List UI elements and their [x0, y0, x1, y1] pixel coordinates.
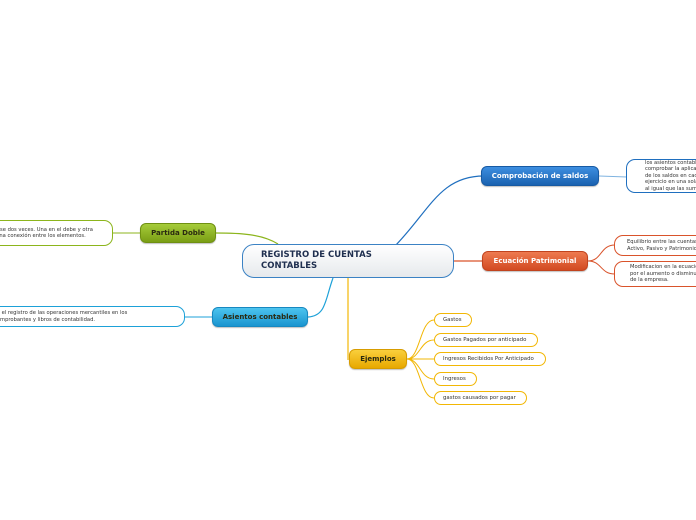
connector-comprobacion: [394, 175, 485, 247]
branch-comprobacion-de-saldos[interactable]: Comprobación de saldos: [481, 166, 599, 186]
ejemplo-item-text: Gastos: [443, 316, 462, 323]
ejemplo-item-text: Gastos Pagados por anticipado: [443, 336, 527, 343]
central-topic[interactable]: REGISTRO DE CUENTAS CONTABLES: [242, 244, 454, 278]
note-partida-doble[interactable]: Cada operación debe registrarse dos vece…: [0, 220, 113, 246]
ecuacion-item-1[interactable]: Equilibrio entre las cuentas del Activo,…: [614, 235, 696, 256]
ecuacion-item-1-text: Equilibrio entre las cuentas del Activo,…: [627, 239, 696, 252]
ejemplo-item-gastos-pagados[interactable]: Gastos Pagados por anticipado: [434, 333, 538, 347]
branch-asientos-label: Asientos contables: [222, 313, 298, 321]
connector-comprobacion-note: [598, 175, 628, 178]
ejemplo-item-text: Ingresos Recibidos Por Anticipado: [443, 355, 534, 362]
branch-ecuacion-patrimonial[interactable]: Ecuación Patrimonial: [482, 251, 588, 271]
ecuacion-item-2[interactable]: Modificacion en la ecuacion por el aumen…: [614, 261, 696, 287]
ejemplo-item-text: Ingresos: [443, 375, 466, 382]
note-asientos-text: Es el registro de las operaciones mercan…: [0, 310, 128, 323]
ejemplo-item-gastos[interactable]: Gastos: [434, 313, 472, 327]
branch-comprobacion-label: Comprobación de saldos: [491, 172, 589, 180]
connector-ecuacion-item-1: [587, 244, 616, 262]
ejemplo-item-gastos-causados[interactable]: gastos causados por pagar: [434, 391, 527, 405]
connector-ejemplo-1: [406, 319, 435, 360]
branch-partida-label: Partida Doble: [151, 229, 205, 237]
branch-asientos-contables[interactable]: Asientos contables: [212, 307, 308, 327]
note-partida-text: Cada operación debe registrarse dos vece…: [0, 226, 93, 240]
central-topic-label: REGISTRO DE CUENTAS CONTABLES: [261, 250, 372, 271]
ecuacion-item-2-text: Modificacion en la ecuacion por el aumen…: [630, 264, 696, 284]
ejemplo-item-ingresos-recibidos[interactable]: Ingresos Recibidos Por Anticipado: [434, 352, 546, 366]
connector-ejemplo-2: [406, 339, 435, 360]
connector-ejemplo-5: [406, 358, 435, 399]
branch-ejemplos-label: Ejemplos: [360, 355, 396, 363]
note-comprobacion[interactable]: Al terminar el registro de los asientos …: [626, 159, 696, 193]
branch-partida-doble[interactable]: Partida Doble: [140, 223, 216, 243]
connector-asientos: [307, 277, 334, 318]
ejemplo-item-ingresos[interactable]: Ingresos: [434, 372, 477, 386]
note-asientos-contables[interactable]: Es el registro de las operaciones mercan…: [0, 306, 185, 327]
ejemplo-item-text: gastos causados por pagar: [443, 394, 516, 401]
branch-ejemplos[interactable]: Ejemplos: [349, 349, 407, 369]
connector-ejemplo-4: [406, 358, 435, 380]
note-comprobacion-text: Al terminar el registro de los asientos …: [645, 159, 696, 192]
connector-partida: [215, 232, 279, 245]
connector-ecuacion-item-2: [587, 260, 616, 275]
branch-ecuacion-label: Ecuación Patrimonial: [493, 257, 577, 265]
